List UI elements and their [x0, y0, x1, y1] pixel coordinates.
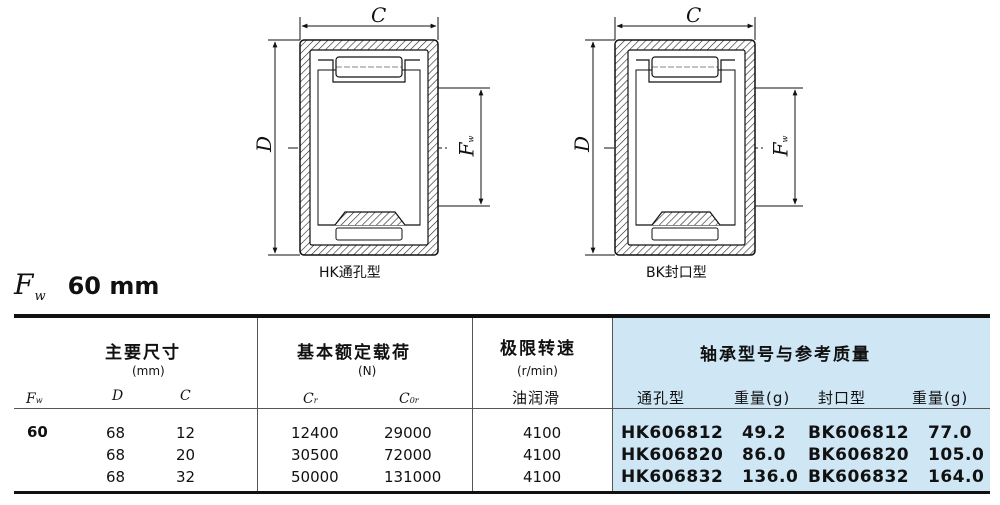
col-c0r: C0r — [399, 391, 419, 407]
cell-speed: 4100 — [523, 446, 562, 464]
col-sealed-type: 封口型 — [818, 389, 867, 407]
header-load-rating: 基本额定载荷 — [297, 343, 411, 363]
header-main-dims: 主要尺寸 — [105, 343, 181, 363]
cell-c0r: 72000 — [384, 446, 432, 464]
unit-n: (N) — [358, 364, 377, 378]
hk-dim-fw-label: Fw — [454, 135, 479, 157]
unit-mm: (mm) — [132, 364, 165, 378]
fw-symbol: F — [14, 268, 34, 301]
bk-dim-d-label: D — [570, 135, 595, 153]
fw-row-value: 60 — [27, 423, 48, 441]
cell-bk-model: BK606820 — [808, 445, 910, 465]
cell-hk-model: HK606812 — [621, 423, 724, 443]
bk-dim-fw-label: Fw — [768, 135, 793, 157]
cell-hk-model: HK606820 — [621, 445, 724, 465]
cell-bk-model: BK606832 — [808, 467, 910, 487]
fw-subscript: w — [34, 289, 46, 304]
cell-bk-weight: 164.0 — [928, 467, 985, 487]
cell-hk-weight: 136.0 — [742, 467, 799, 487]
cell-c0r: 131000 — [384, 468, 442, 486]
table-top-rule — [14, 314, 990, 318]
cell-speed: 4100 — [523, 424, 562, 442]
cell-hk-weight: 86.0 — [742, 445, 786, 465]
cell-cr: 30500 — [291, 446, 339, 464]
cell-hk-weight: 49.2 — [742, 423, 786, 443]
header-bearing-model: 轴承型号与参考质量 — [700, 345, 871, 365]
column-divider — [472, 318, 473, 491]
col-cr: Cr — [303, 391, 318, 407]
col-c: C — [180, 388, 191, 404]
column-divider — [257, 318, 258, 491]
col-through-type: 通孔型 — [637, 389, 686, 407]
cell-hk-model: HK606832 — [621, 467, 724, 487]
cell-bk-weight: 105.0 — [928, 445, 985, 465]
cell-c: 20 — [176, 446, 196, 464]
cell-bk-model: BK606812 — [808, 423, 910, 443]
bk-drawing — [585, 17, 803, 256]
bk-caption: BK封口型 — [646, 265, 707, 281]
fw-heading: F w 60 mm — [14, 268, 159, 304]
cell-c: 32 — [176, 468, 196, 486]
col-fw: Fw — [26, 391, 43, 407]
cell-c0r: 29000 — [384, 424, 432, 442]
hk-dim-d-label: D — [252, 135, 277, 153]
bk-dim-c-label: C — [686, 3, 702, 27]
cell-cr: 12400 — [291, 424, 339, 442]
cell-d: 68 — [106, 468, 126, 486]
unit-rpm: (r/min) — [517, 364, 558, 378]
cell-d: 68 — [106, 446, 126, 464]
column-divider — [612, 318, 613, 491]
table-bottom-rule — [14, 491, 990, 494]
cell-cr: 50000 — [291, 468, 339, 486]
cell-speed: 4100 — [523, 468, 562, 486]
cell-c: 12 — [176, 424, 196, 442]
hk-drawing — [268, 17, 490, 256]
cell-d: 68 — [106, 424, 126, 442]
bearing-drawings — [268, 17, 803, 256]
bearing-model-highlight — [612, 318, 990, 491]
col-weight-hk: 重量(g) — [734, 389, 791, 407]
hk-dim-c-label: C — [371, 3, 387, 27]
cell-bk-weight: 77.0 — [928, 423, 972, 443]
col-d: D — [112, 388, 124, 404]
header-speed-limit: 极限转速 — [500, 339, 576, 359]
header-divider — [14, 408, 990, 409]
hk-caption: HK通孔型 — [319, 265, 381, 281]
col-oil: 油润滑 — [512, 389, 561, 407]
col-weight-bk: 重量(g) — [912, 389, 969, 407]
fw-value: 60 mm — [67, 272, 160, 300]
